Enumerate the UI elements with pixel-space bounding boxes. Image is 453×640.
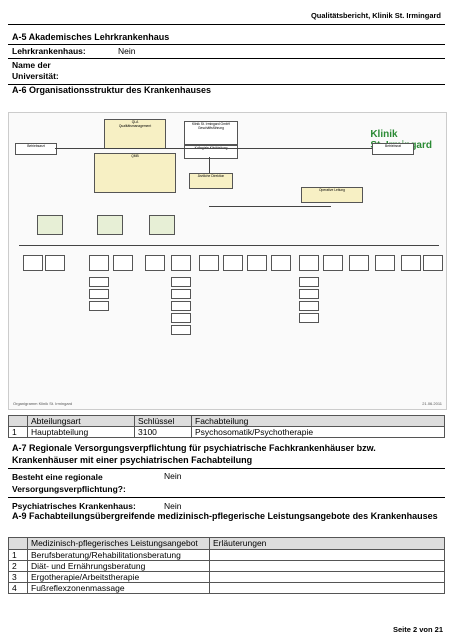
table-cell: Psychosomatik/Psychotherapie (191, 426, 445, 438)
chart-box (299, 313, 319, 323)
chart-box (89, 301, 109, 311)
table-cell (209, 549, 445, 561)
chart-box (171, 301, 191, 311)
fachabteilung-table: Abteilungsart Schlüssel Fachabteilung 1 … (8, 415, 445, 438)
section-a5-heading: A-5 Akademisches Lehrkrankenhaus (12, 32, 170, 42)
psych-krankenhaus-label: Psychiatrisches Krankenhaus: (12, 501, 136, 511)
table-header-row: Abteilungsart Schlüssel Fachabteilung (8, 415, 445, 427)
lehrkrankenhaus-value: Nein (118, 46, 136, 56)
chart-box (23, 255, 43, 271)
chart-box (247, 255, 267, 271)
divider (8, 84, 445, 85)
table-cell: Diät- und Ernährungsberatung (27, 560, 210, 572)
divider (8, 468, 445, 469)
document-header: Qualitätsbericht, Klinik St. Irmingard (310, 11, 441, 20)
chart-box (113, 255, 133, 271)
table-header-cell: Schlüssel (134, 415, 192, 427)
aerztl-direktion-box: Ärztliche Direktion (189, 173, 233, 189)
orgchart-caption: Organigramm Klinik St. Irmingard (13, 401, 73, 406)
chart-box (299, 301, 319, 311)
chart-box (89, 255, 109, 271)
table-header-row: Medizinisch-pflegerisches Leistungsangeb… (8, 537, 445, 550)
table-cell (209, 582, 445, 594)
section-a9-heading: A-9 Fachabteilungsübergreifende medizini… (12, 511, 438, 521)
page-number: Seite 2 von 21 (392, 625, 443, 634)
table-row: 1 Berufsberatung/Rehabilitationsberatung (8, 549, 445, 561)
chart-box (171, 325, 191, 335)
chart-box (171, 255, 191, 271)
table-row: 4 Fußreflexzonenmassage (8, 582, 445, 594)
chart-box (145, 255, 165, 271)
chart-box (89, 277, 109, 287)
chart-box (149, 215, 175, 235)
table-row: 3 Ergotherapie/Arbeitstherapie (8, 571, 445, 583)
betriebsrat-box: Betriebsrat (372, 143, 414, 155)
lehrkrankenhaus-label: Lehrkrankenhaus: (12, 46, 86, 56)
section-a7-heading: A-7 Regionale Versorgungsverpflichtung f… (12, 443, 376, 465)
leistungsangebote-table: Medizinisch-pflegerisches Leistungsangeb… (8, 537, 445, 594)
table-header-cell: Abteilungsart (27, 415, 135, 427)
chart-box (171, 313, 191, 323)
table-cell: Berufsberatung/Rehabilitationsberatung (27, 549, 210, 561)
connector (19, 245, 439, 246)
chart-box (45, 255, 65, 271)
table-cell: 3 (8, 571, 28, 583)
table-cell: Ergotherapie/Arbeitstherapie (27, 571, 210, 583)
chart-box (171, 289, 191, 299)
chart-box (97, 215, 123, 235)
table-cell (209, 560, 445, 572)
table-row: 2 Diät- und Ernährungsberatung (8, 560, 445, 572)
connector (209, 157, 210, 173)
chart-box (171, 277, 191, 287)
chart-box (89, 289, 109, 299)
operative-leitung-box: Operative Leitung (301, 187, 363, 203)
table-header-cell (8, 537, 28, 550)
divider (8, 497, 445, 498)
table-header-cell: Fachabteilung (191, 415, 445, 427)
chart-box (299, 277, 319, 287)
versorgungsverpflichtung-label: Besteht eine regionale Versorgungsverpfl… (12, 472, 126, 494)
connector (209, 206, 331, 207)
table-cell: 1 (8, 426, 28, 438)
qm-box: QLA Qualitätsmanagement (104, 119, 166, 149)
table-cell: 2 (8, 560, 28, 572)
chart-box (223, 255, 243, 271)
chart-box (199, 255, 219, 271)
table-cell: 4 (8, 582, 28, 594)
org-chart: Klinik St. Irmingard QLA Qualitätsmanage… (8, 112, 447, 410)
divider (8, 44, 445, 45)
universitaet-label: Name der Universität: (12, 60, 59, 81)
table-row: 1 Hauptabteilung 3100 Psychosomatik/Psyc… (8, 426, 445, 438)
table-header-cell: Medizinisch-pflegerisches Leistungsangeb… (27, 537, 210, 550)
psych-krankenhaus-value: Nein (164, 501, 182, 511)
connector (55, 148, 372, 149)
chart-box (299, 289, 319, 299)
chart-box (401, 255, 421, 271)
header-rule (8, 24, 445, 25)
table-cell (209, 571, 445, 583)
section-a6-heading: A-6 Organisationsstruktur des Krankenhau… (12, 85, 212, 95)
chart-box (299, 255, 319, 271)
chart-box (349, 255, 369, 271)
chart-box (323, 255, 343, 271)
table-cell: Fußreflexzonenmassage (27, 582, 210, 594)
divider (8, 58, 445, 59)
chart-box (375, 255, 395, 271)
chart-box (271, 255, 291, 271)
versorgungsverpflichtung-value: Nein (164, 471, 182, 481)
table-header-cell: Erläuterungen (209, 537, 445, 550)
table-cell: 1 (8, 549, 28, 561)
table-cell: Hauptabteilung (27, 426, 135, 438)
chart-box (37, 215, 63, 235)
betriebsarzt-box: Betriebsarzt (15, 143, 57, 155)
table-header-cell (8, 415, 28, 427)
orgchart-date: 21.06.2011 (422, 401, 442, 406)
qmb-box: QMB (94, 153, 176, 193)
chart-box (423, 255, 443, 271)
table-cell: 3100 (134, 426, 192, 438)
gf-box: Klinik St. Irmingard GmbH Geschäftsführu… (184, 121, 238, 145)
